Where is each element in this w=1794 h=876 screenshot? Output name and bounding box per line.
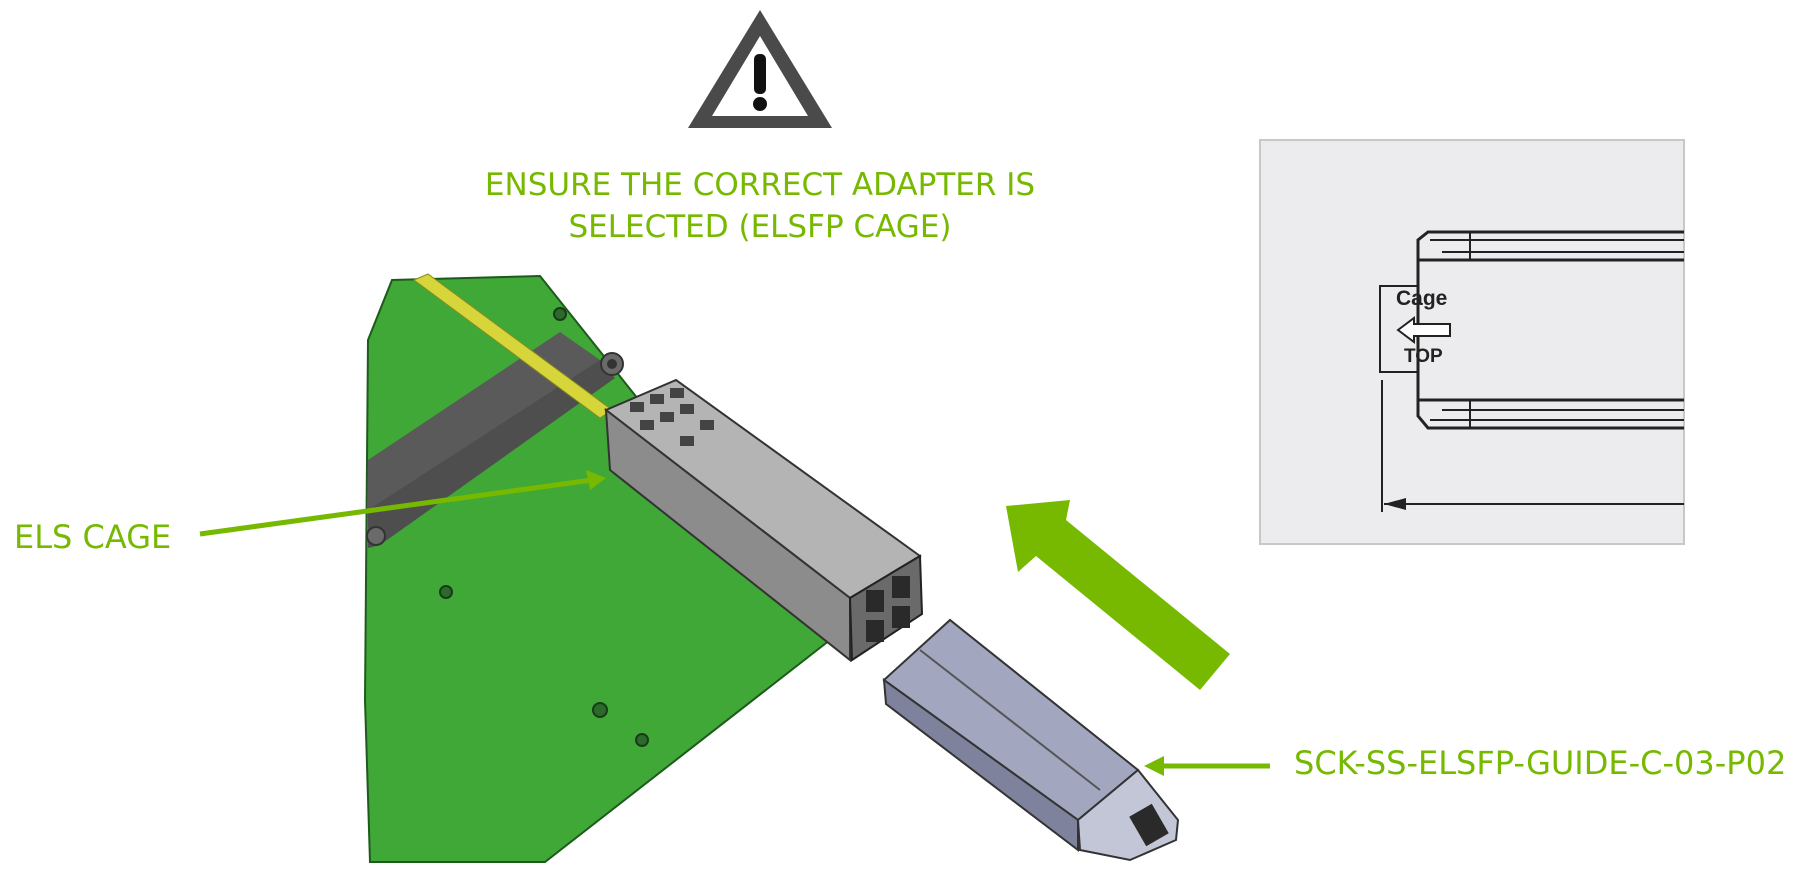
warning-line-1: ENSURE THE CORRECT ADAPTER IS [484, 167, 1036, 203]
warning-line-2: SELECTED (ELSFP CAGE) [568, 209, 952, 245]
guide-part-arrow [1144, 756, 1270, 776]
adapter-guide [882, 618, 1180, 862]
warning-message: ENSURE THE CORRECT ADAPTER IS SELECTED (… [430, 164, 1090, 248]
els-cage-arrow [199, 470, 606, 537]
inset-cage-label: Cage [1396, 287, 1448, 310]
els-cage-label: ELS CAGE [14, 518, 172, 556]
els-cage [604, 378, 924, 663]
insertion-arrow-icon [1006, 500, 1230, 690]
warning-triangle-icon [688, 10, 832, 128]
inset-top-label: TOP [1404, 346, 1443, 367]
detail-inset [1259, 139, 1685, 545]
guide-part-label: SCK-SS-ELSFP-GUIDE-C-03-P02 [1294, 744, 1787, 782]
